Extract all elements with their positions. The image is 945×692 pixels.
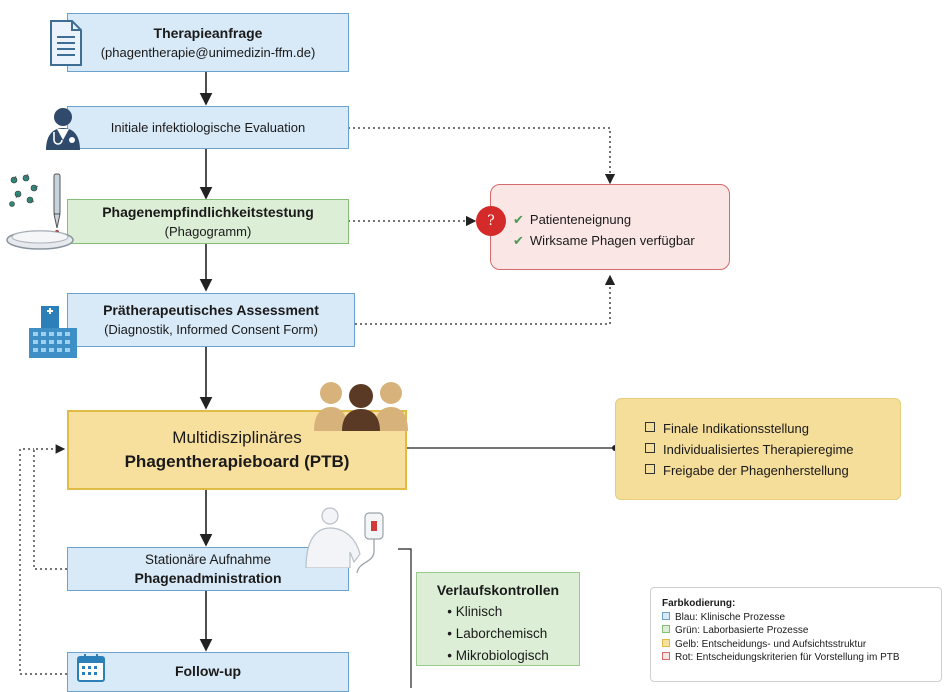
team-icon	[314, 382, 408, 431]
node-ptb-line1: Multidisziplinäres	[172, 428, 302, 447]
edge-assessment-criteria	[355, 274, 616, 325]
legend-swatch	[662, 638, 670, 647]
legend-entry: Blau: Klinische Prozesse	[662, 611, 941, 625]
node-evaluation: Initiale infektiologische Evaluation	[67, 106, 349, 149]
legend: Farbkodierung: Blau: Klinische Prozesse …	[650, 587, 942, 682]
verlaufskontrollen-list: • Klinisch • Laborchemisch • Mikrobiolog…	[447, 601, 549, 667]
legend-entry: Grün: Laborbasierte Prozesse	[662, 624, 941, 638]
ptb-task-item: Freigabe der Phagenherstellung	[645, 460, 854, 481]
node-phagogramm: Phagenempfindlichkeitstestung (Phagogram…	[67, 199, 349, 244]
edge-evaluation-criteria	[348, 127, 616, 185]
legend-title: Farbkodierung:	[662, 598, 736, 609]
legend-swatch	[662, 652, 670, 660]
node-therapieanfrage: Therapieanfrage (phagentherapie@unimediz…	[67, 13, 349, 72]
verlaufskontrollen-title: Verlaufskontrollen	[436, 582, 560, 598]
hospital-icon	[29, 306, 77, 358]
criteria-item: ✔Patienteneignung	[513, 212, 632, 227]
node-followup-title: Follow-up	[174, 663, 242, 679]
node-stationaer: Stationäre Aufnahme Phagenadministration	[67, 547, 349, 591]
legend-swatch	[662, 611, 670, 620]
patient-icon	[305, 507, 361, 568]
checkmark-icon: ✔	[513, 233, 524, 248]
legend-swatch	[662, 625, 670, 633]
node-stationaer-line1: Stationäre Aufnahme	[144, 552, 272, 567]
criteria-item: ✔Wirksame Phagen verfügbar	[513, 233, 695, 248]
verlaufskontrollen-item: • Klinisch	[447, 604, 503, 619]
iv-bag-icon	[356, 512, 384, 574]
checkmark-icon: ✔	[513, 212, 524, 227]
verlaufskontrollen-item: • Mikrobiologisch	[447, 648, 549, 663]
verlaufskontrollen-item: • Laborchemisch	[447, 626, 548, 641]
node-phagogramm-subtitle: (Phagogramm)	[164, 223, 252, 239]
doctor-icon	[46, 108, 80, 150]
node-ptb-line2: Phagentherapieboard (PTB)	[124, 452, 350, 471]
checkbox-icon	[645, 443, 655, 453]
node-followup: Follow-up	[67, 652, 349, 692]
criteria-box	[490, 184, 730, 270]
edge-stationaer-feedback	[33, 444, 67, 570]
edge-followup-feedback	[19, 448, 67, 675]
node-assessment: Prätherapeutisches Assessment (Diagnosti…	[67, 293, 355, 347]
criteria-question-mark: ?	[487, 213, 495, 229]
petri-dish-icon	[6, 173, 74, 250]
node-therapieanfrage-subtitle: (phagentherapie@unimedizin-ffm.de)	[100, 44, 316, 60]
bracket-verlaufskontrollen	[398, 548, 412, 688]
node-evaluation-title: Initiale infektiologische Evaluation	[110, 120, 306, 135]
verlaufskontrollen-box: Verlaufskontrollen • Klinisch • Laborche…	[416, 572, 580, 666]
legend-entry: Rot: Entscheidungskriterien für Vorstell…	[662, 651, 941, 665]
node-therapieanfrage-title: Therapieanfrage	[153, 24, 263, 41]
node-assessment-subtitle: (Diagnostik, Informed Consent Form)	[104, 322, 318, 337]
node-assessment-title: Prätherapeutisches Assessment	[103, 302, 319, 318]
node-phagogramm-title: Phagenempfindlichkeitstestung	[102, 203, 314, 220]
node-stationaer-line2: Phagenadministration	[134, 570, 282, 586]
checkbox-icon	[645, 464, 655, 474]
criteria-list: ✔Patienteneignung ✔Wirksame Phagen verfü…	[513, 209, 695, 251]
legend-entry: Gelb: Entscheidungs- und Aufsichtsstrukt…	[662, 638, 941, 652]
ptb-tasks-list: Finale Indikationsstellung Individualisi…	[645, 418, 854, 481]
question-icon	[476, 206, 506, 236]
ptb-task-item: Individualisiertes Therapieregime	[645, 439, 854, 460]
calendar-icon	[77, 654, 105, 682]
document-icon	[50, 20, 82, 66]
ptb-tasks-box	[615, 398, 901, 500]
checkbox-icon	[645, 422, 655, 432]
ptb-task-item: Finale Indikationsstellung	[645, 418, 854, 439]
